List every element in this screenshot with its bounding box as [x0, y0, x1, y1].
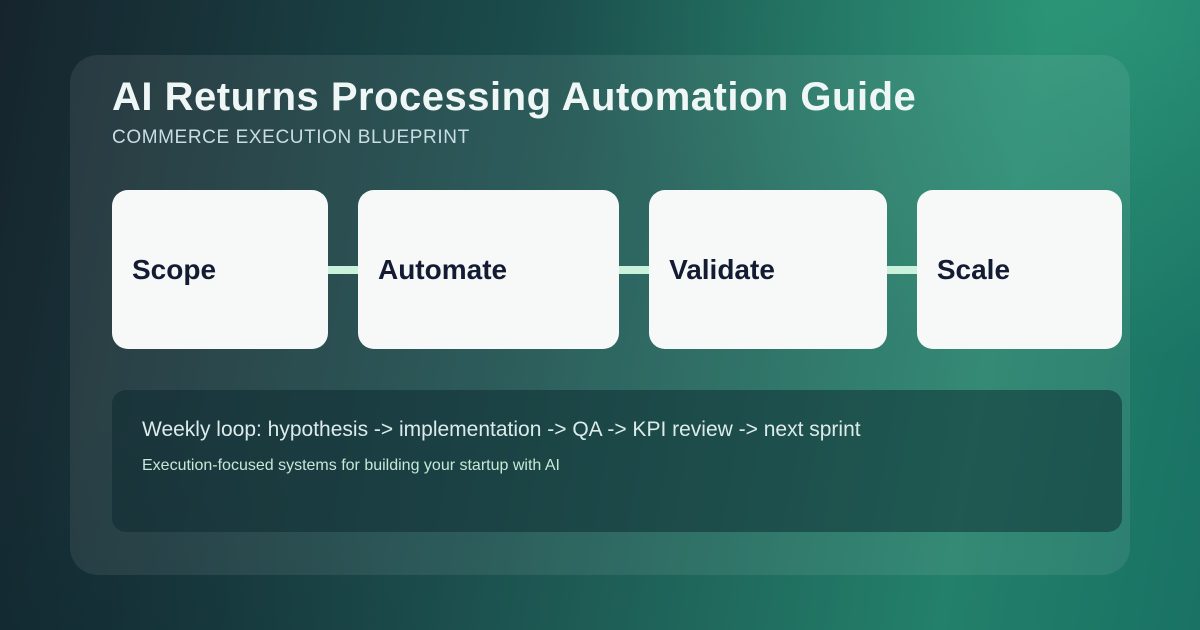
weekly-loop-text: Weekly loop: hypothesis -> implementatio…: [142, 418, 861, 441]
connector-line: [886, 265, 917, 274]
step-box-scope: Scope: [112, 190, 328, 349]
step-box-scale: Scale: [916, 190, 1122, 349]
weekly-loop-panel: Weekly loop: hypothesis -> implementatio…: [112, 390, 1122, 532]
footer-description: Execution-focused systems for building y…: [142, 457, 560, 474]
connector-line: [619, 265, 650, 274]
step-label-validate: Validate: [669, 253, 775, 285]
step-label-automate: Automate: [377, 253, 508, 285]
page-title: AI Returns Processing Automation Guide: [112, 75, 917, 119]
main-card: AI Returns Processing Automation Guide C…: [70, 55, 1130, 575]
step-label-scale: Scale: [936, 253, 1011, 285]
connector-line: [327, 265, 358, 274]
page-subtitle: COMMERCE EXECUTION BLUEPRINT: [112, 127, 470, 148]
process-steps-row: Scope Automate Validate Scale: [112, 190, 1122, 349]
step-box-validate: Validate: [649, 190, 887, 349]
step-label-scope: Scope: [132, 253, 217, 285]
step-box-automate: Automate: [357, 190, 620, 349]
